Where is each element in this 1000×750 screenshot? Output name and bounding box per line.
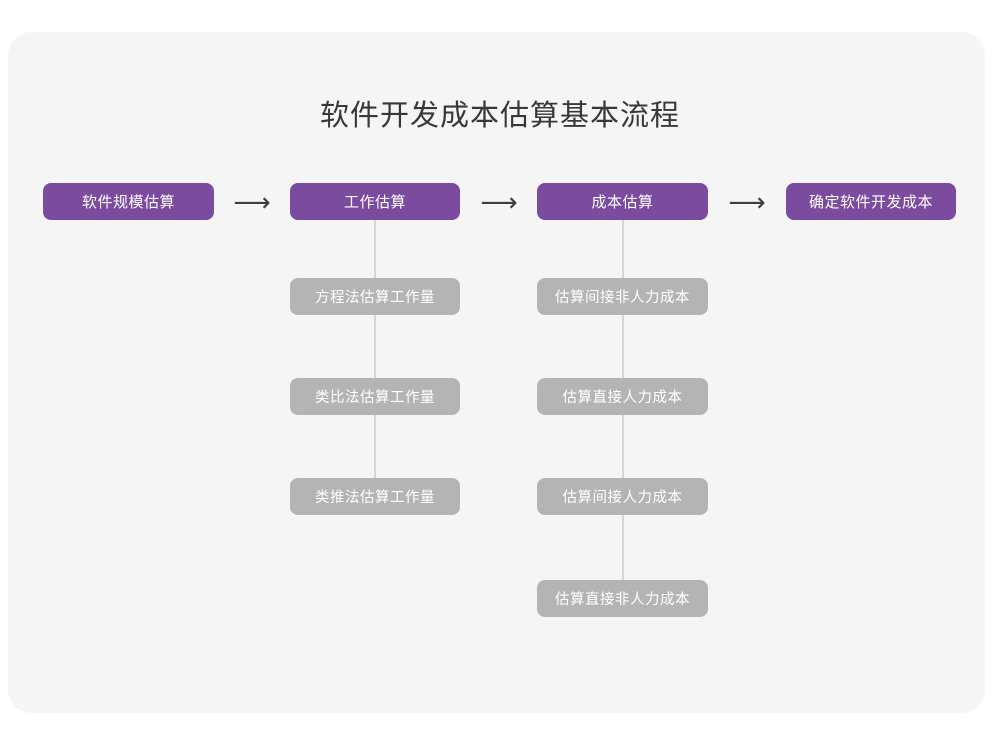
substep-node-equation-method-effort[interactable]: 方程法估算工作量	[290, 278, 460, 315]
connector-line-work	[374, 218, 376, 508]
content-card	[8, 32, 985, 713]
step-node-work-estimation[interactable]: 工作估算	[290, 183, 460, 220]
substep-node-indirect-non-labor-cost[interactable]: 估算间接非人力成本	[537, 278, 708, 315]
step-node-software-scale-estimation[interactable]: 软件规模估算	[43, 183, 214, 220]
substep-node-indirect-labor-cost[interactable]: 估算间接人力成本	[537, 478, 708, 515]
step-node-determine-software-development-cost[interactable]: 确定软件开发成本	[786, 183, 956, 220]
substep-node-direct-labor-cost[interactable]: 估算直接人力成本	[537, 378, 708, 415]
page-title: 软件开发成本估算基本流程	[319, 100, 680, 132]
substep-node-analogy-method-effort[interactable]: 类比法估算工作量	[290, 378, 460, 415]
substep-node-direct-non-labor-cost[interactable]: 估算直接非人力成本	[537, 580, 708, 617]
step-node-cost-estimation[interactable]: 成本估算	[537, 183, 708, 220]
flow-arrow-icon-1: ⟶	[233, 187, 271, 217]
flow-arrow-icon-2: ⟶	[480, 187, 518, 217]
substep-node-inference-method-effort[interactable]: 类推法估算工作量	[290, 478, 460, 515]
flow-arrow-icon-3: ⟶	[728, 187, 766, 217]
